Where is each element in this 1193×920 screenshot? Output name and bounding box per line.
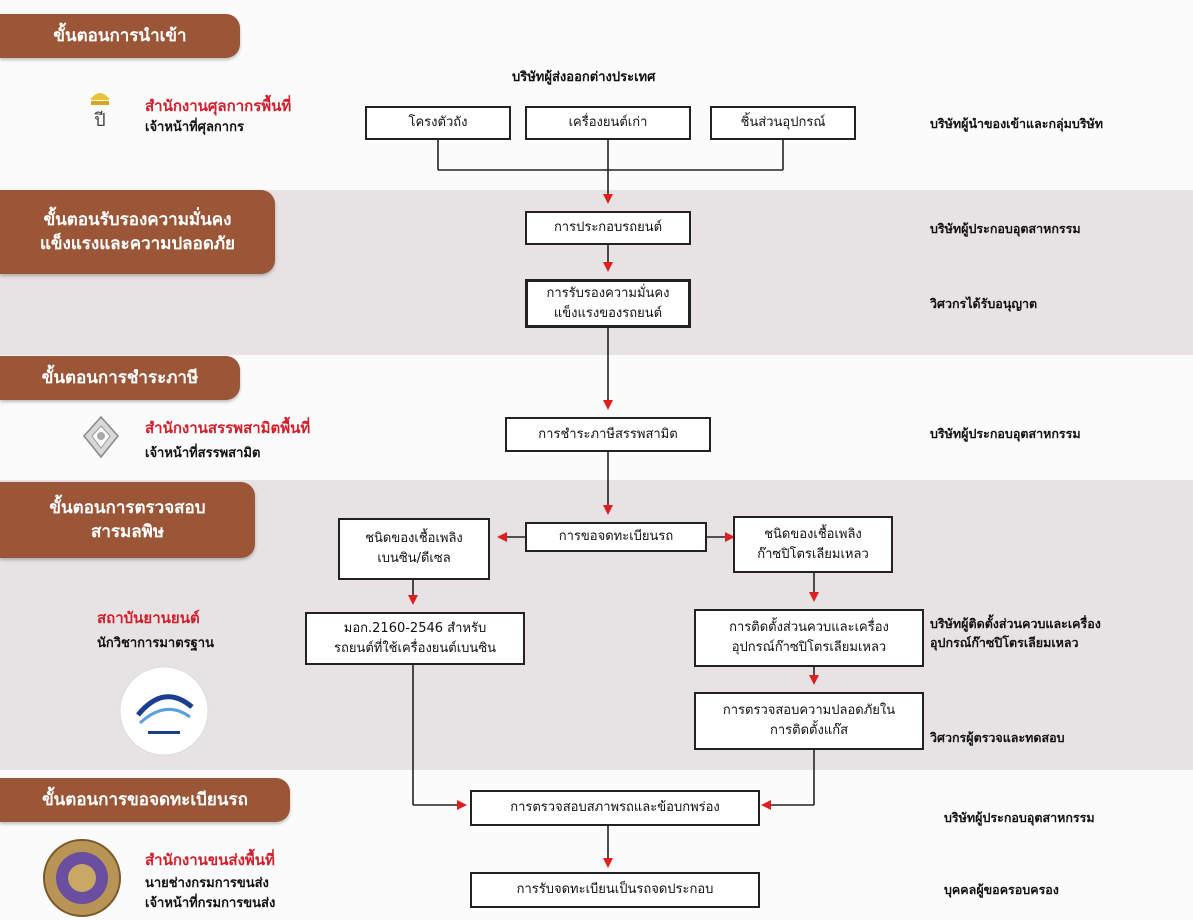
box-fuel-petrol: ชนิดของเชื้อเพลิง เบนซิน/ดีเซล bbox=[338, 518, 490, 580]
stage-certify-label: ขั้นตอนรับรองความมั่นคง แข็งแรงและความปล… bbox=[0, 190, 275, 274]
box-gas-safety: การตรวจสอบความปลอดภัยใน การติดตั้งแก๊ส bbox=[694, 692, 924, 750]
customs-emblem-icon: ปี bbox=[90, 93, 110, 131]
box-condition-check: การตรวจสอบสภาพรถและข้อบกพร่อง bbox=[470, 790, 760, 826]
customs-agency-name: สำนักงานศุลกากรพื้นที่ bbox=[145, 97, 292, 115]
box-used-engine: เครื่องยนต์เก่า bbox=[525, 106, 691, 140]
right-label-assembler-1: บริษัทผู้ประกอบอุตสาหกรรม bbox=[930, 221, 1081, 236]
box-reg-request: การขอจดทะเบียนรถ bbox=[525, 522, 707, 552]
box-tis-standard: มอก.2160-2546 สำหรับ รถยนต์ที่ใช้เครื่อง… bbox=[305, 612, 525, 665]
box-assembly: การประกอบรถยนต์ bbox=[525, 211, 691, 245]
excise-agency-name: สำนักงานสรรพสามิตพื้นที่ bbox=[145, 419, 311, 437]
excise-staff: เจ้าหน้าที่สรรพสามิต bbox=[145, 446, 261, 461]
excise-emblem-icon bbox=[83, 415, 119, 459]
right-label-test-engineer: วิศวกรผู้ตรวจและทดสอบ bbox=[930, 730, 1065, 745]
box-chassis: โครงตัวถัง bbox=[365, 106, 511, 140]
right-label-licensed-engineer: วิศวกรได้รับอนุญาต bbox=[930, 296, 1038, 311]
right-label-importer: บริษัทผู้นำของเข้าและกลุ่มบริษัท bbox=[930, 116, 1104, 131]
box-plate-issue: การรับจดทะเบียนเป็นรถจดประกอบ bbox=[470, 872, 760, 908]
stage-register-label: ขั้นตอนการขอจดทะเบียนรถ bbox=[0, 778, 290, 822]
transport-seal-icon bbox=[43, 839, 121, 917]
tai-logo-icon bbox=[119, 666, 209, 756]
transport-agency-name: สำนักงานขนส่งพื้นที่ bbox=[145, 851, 275, 869]
exporter-label: บริษัทผู้ส่งออกต่างประเทศ bbox=[512, 70, 656, 85]
right-label-assembler-2: บริษัทผู้ประกอบอุตสาหกรรม bbox=[930, 426, 1081, 441]
institute-agency-name: สถาบันยานยนต์ bbox=[97, 609, 200, 627]
transport-staff: นายช่างกรมการขนส่ง เจ้าหน้าที่กรมการขนส่… bbox=[145, 876, 276, 911]
right-label-assembler-3: บริษัทผู้ประกอบอุตสาหกรรม bbox=[944, 810, 1095, 825]
right-label-owner: บุคคลผู้ขอครอบครอง bbox=[944, 882, 1059, 897]
box-strength-cert: การรับรองความมั่นคง แข็งแรงของรถยนต์ bbox=[525, 279, 691, 328]
box-fuel-lpg: ชนิดของเชื้อเพลิง ก๊าซปิโตรเลียมเหลว bbox=[733, 516, 893, 573]
stage-import-label: ขั้นตอนการนำเข้า bbox=[0, 14, 240, 58]
stage-tax-label: ขั้นตอนการชำระภาษี bbox=[0, 356, 240, 400]
right-label-installer: บริษัทผู้ติดตั้งส่วนควบและเครื่อง อุปกรณ… bbox=[930, 616, 1101, 650]
customs-staff: เจ้าหน้าที่ศุลกากร bbox=[145, 120, 244, 135]
svg-text:ปี: ปี bbox=[94, 110, 106, 131]
stage-emission-label: ขั้นตอนการตรวจสอบ สารมลพิษ bbox=[0, 482, 255, 558]
box-excise-tax: การชำระภาษีสรรพสามิต bbox=[505, 417, 711, 452]
institute-staff: นักวิชาการมาตรฐาน bbox=[97, 636, 214, 651]
box-lpg-install: การติดตั้งส่วนควบและเครื่อง อุปกรณ์ก๊าซป… bbox=[694, 609, 924, 667]
box-parts: ชิ้นส่วนอุปกรณ์ bbox=[710, 106, 856, 140]
